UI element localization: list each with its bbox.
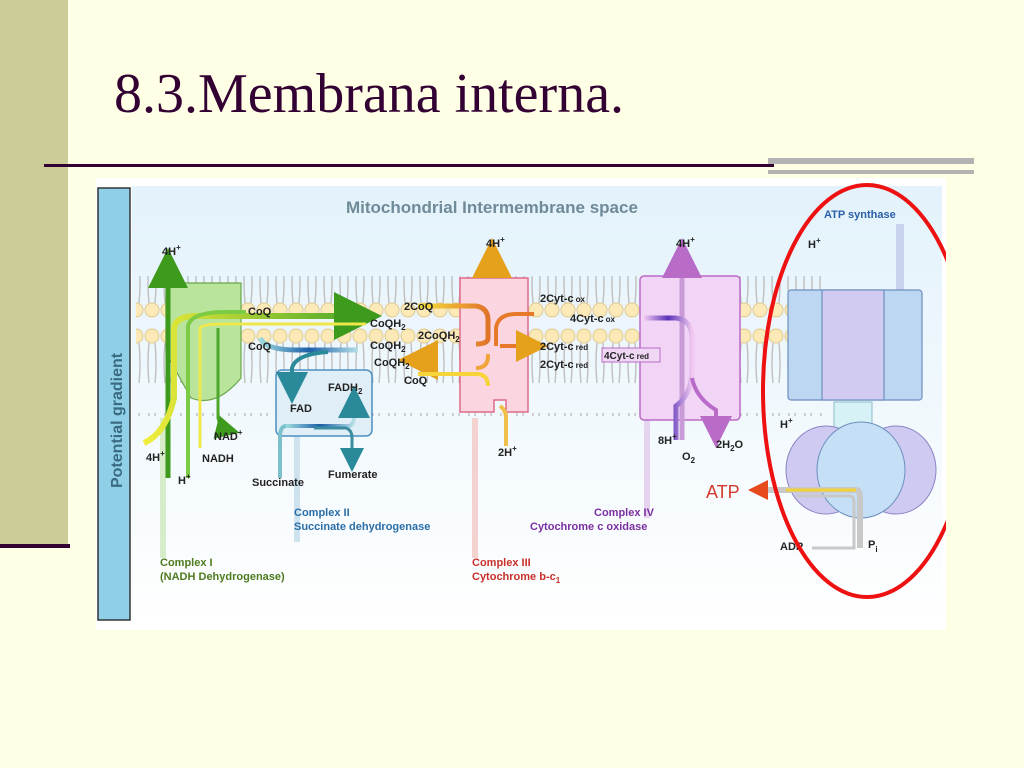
complex2-fad-label: FAD bbox=[290, 403, 312, 415]
complex2-name: Complex II bbox=[294, 507, 350, 519]
complex4-4cyt-red-box bbox=[601, 347, 661, 363]
complex1-coq-line bbox=[198, 322, 366, 448]
complex1-h-label: H+ bbox=[178, 472, 191, 487]
slide-title: 8.3.Membrana interna. bbox=[114, 63, 625, 125]
complex2-subtitle: Succinate dehydrogenase bbox=[294, 521, 430, 533]
complex3-cyt-ox-line bbox=[494, 312, 534, 346]
complex4-4h-label: 4H+ bbox=[676, 235, 695, 250]
complex2-coq-arrow bbox=[257, 336, 358, 353]
complex3-coq-line bbox=[418, 372, 490, 387]
complex2-coq-label: CoQ bbox=[248, 341, 272, 353]
complex3-4h-label: 4H+ bbox=[486, 235, 505, 250]
pi-label: Pi bbox=[868, 539, 878, 554]
complex4-h2o-label: 2H2O bbox=[716, 439, 744, 453]
complex2-succinate-line bbox=[278, 424, 308, 478]
complex2-guide bbox=[294, 418, 300, 542]
complex3-q-cycle-top bbox=[418, 303, 491, 347]
complex3-subtitle: Cytochrome b-c1 bbox=[472, 571, 561, 585]
complex4-8h-label: 8H+ bbox=[658, 432, 677, 447]
atp-synthase-highlight bbox=[761, 183, 946, 599]
complex3-coqh2-top-label: CoQH2 bbox=[370, 318, 406, 332]
complex3-coqh2-mid-label: CoQH2 bbox=[370, 340, 406, 354]
complex1-nadh-arrow bbox=[186, 310, 246, 478]
complex3-2h-line bbox=[498, 404, 508, 446]
atp-synthase-guide bbox=[896, 224, 904, 294]
complex1-4h-label: 4H+ bbox=[162, 243, 181, 258]
complex3-coqh2-low-label: CoQH2 bbox=[374, 357, 410, 371]
potential-gradient-bar bbox=[97, 187, 131, 621]
electron-transport-chain-diagram: Potential gradient Mitochondrial Interme… bbox=[96, 178, 946, 630]
intermembrane-space-label: Mitochondrial Intermembrane space bbox=[346, 198, 638, 217]
title-divider bbox=[44, 164, 774, 167]
complex1-guide bbox=[160, 418, 166, 558]
complex4-guide bbox=[644, 418, 650, 518]
complex2-fadh2-label: FADH2 bbox=[328, 382, 363, 396]
atp-synthase-h-bottom-label: H+ bbox=[780, 416, 793, 431]
complex3-name: Complex III bbox=[472, 557, 531, 569]
complex1-name: Complex I bbox=[160, 557, 213, 569]
complex1-nadh-label: NADH bbox=[202, 453, 234, 465]
slide-left-accent-line bbox=[0, 544, 70, 548]
atp-synthase-pi-path bbox=[796, 494, 856, 550]
title-divider-accent-2 bbox=[768, 170, 974, 174]
atp-synthase-h-top-label: H+ bbox=[808, 236, 821, 251]
complex2-fadh2-arrow bbox=[286, 386, 370, 428]
complex4-o2-label: O2 bbox=[682, 451, 696, 465]
atp-label: ATP bbox=[706, 482, 740, 502]
complex4-subtitle: Cytochrome c oxidase bbox=[530, 521, 647, 533]
atp-synthase-adp-path bbox=[768, 487, 863, 548]
complex3-2coq-label: 2CoQ bbox=[404, 301, 434, 313]
complex1-subtitle: (NADH Dehydrogenase) bbox=[160, 571, 285, 583]
complex3-guide bbox=[472, 418, 478, 558]
potential-gradient-label: Potential gradient bbox=[109, 352, 126, 488]
complex2-fad-arrow bbox=[276, 350, 329, 404]
complex1-electron-arrow bbox=[142, 292, 382, 446]
atp-synthase-rotor bbox=[821, 289, 885, 401]
complex2-fumerate-label: Fumerate bbox=[328, 469, 378, 481]
complex3-coq-label: CoQ bbox=[404, 375, 428, 387]
complex4-water-arrow bbox=[690, 377, 732, 448]
complex3-q-cycle-mid bbox=[475, 354, 490, 370]
complex3-2coqh2-label: 2CoQH2 bbox=[418, 330, 460, 344]
complex3-2h-label: 2H+ bbox=[498, 444, 517, 459]
complex1-coq-label: CoQ bbox=[248, 306, 272, 318]
complex1-nad-arrow bbox=[213, 328, 240, 439]
complex1-4h-in-label: 4H+ bbox=[146, 449, 165, 464]
atp-arrow-head bbox=[748, 480, 768, 500]
atp-synthase-label: ATP synthase bbox=[824, 209, 896, 221]
complex2-succinate-label: Succinate bbox=[252, 477, 304, 489]
complex1-nad-label: NAD+ bbox=[214, 428, 243, 443]
complex4-electron-path bbox=[644, 315, 695, 440]
title-divider-accent bbox=[768, 158, 974, 164]
complex2-fumerate-arrow bbox=[314, 426, 364, 472]
slide-left-accent-bar bbox=[0, 0, 68, 548]
complex4-name: Complex IV bbox=[594, 507, 655, 519]
